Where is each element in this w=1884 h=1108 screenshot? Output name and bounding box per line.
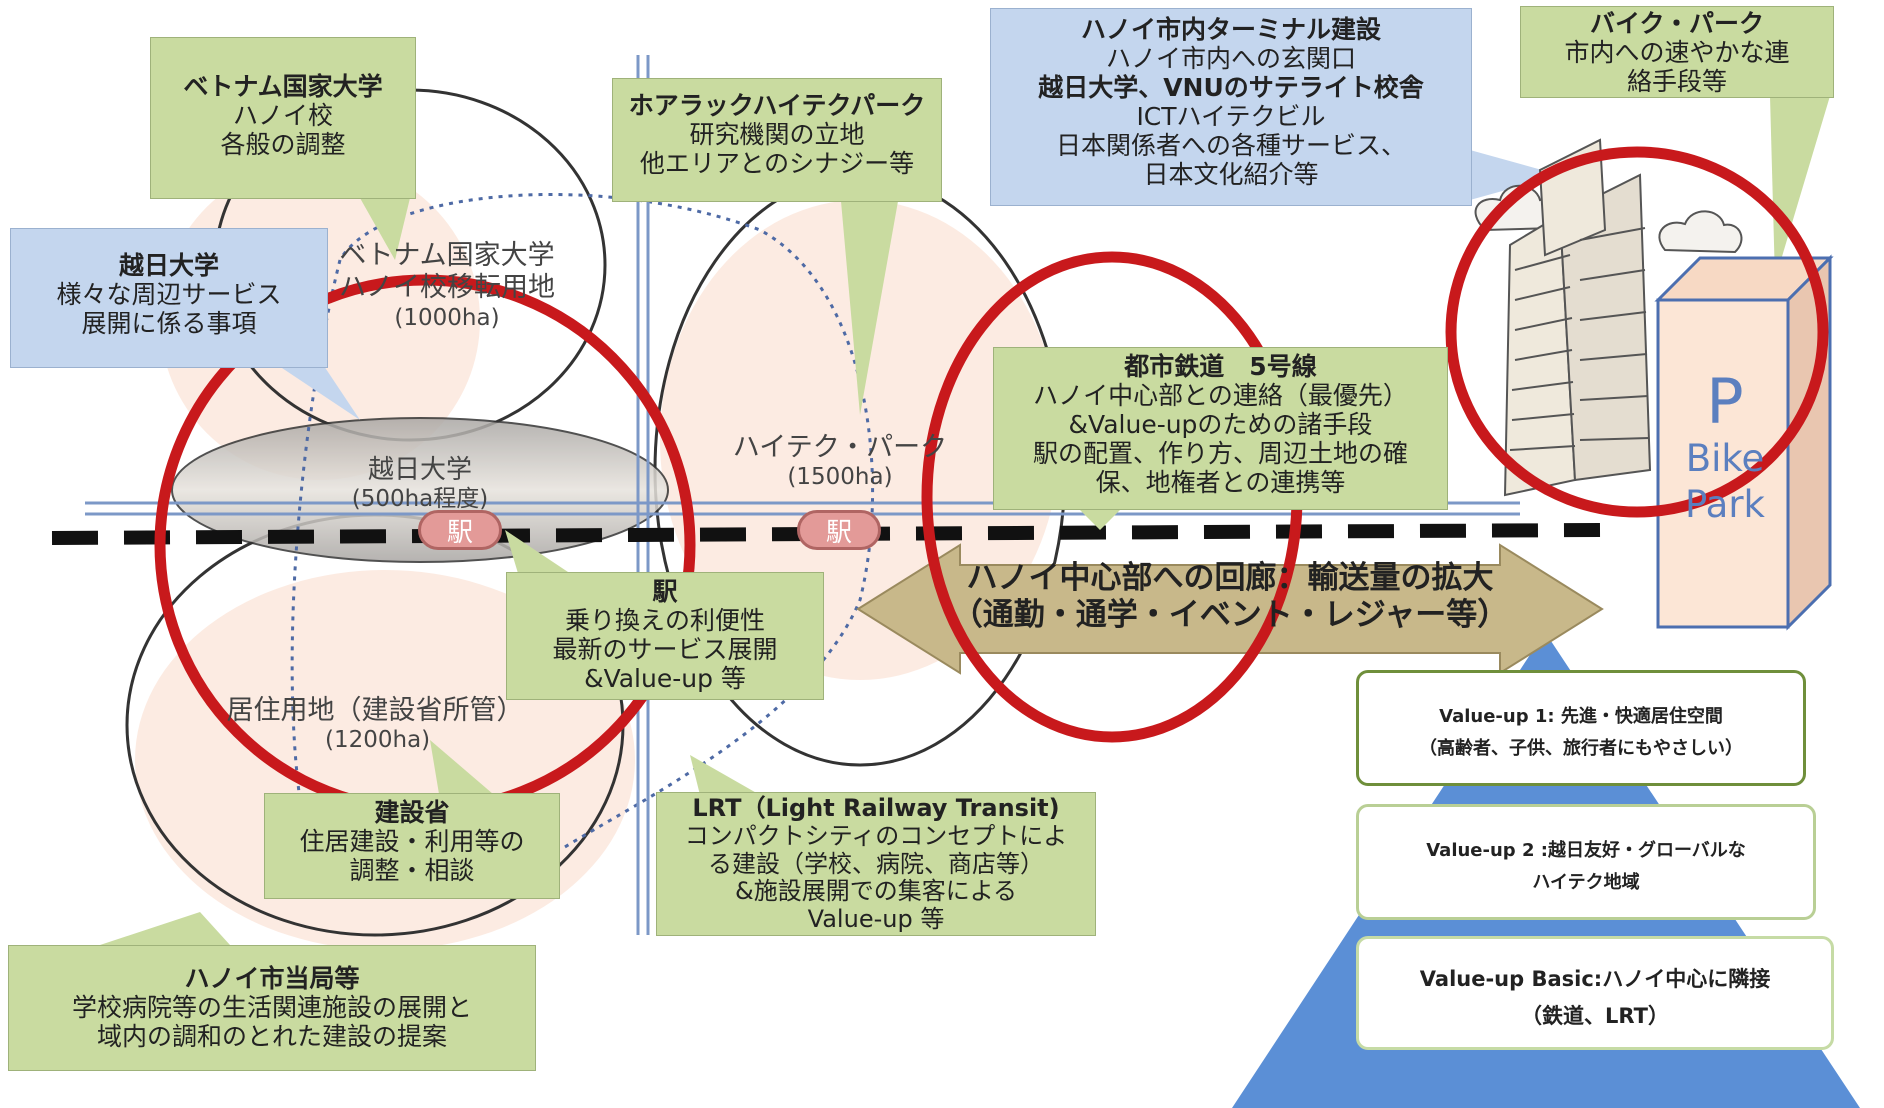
callout-terminal-line1: ハノイ市内への玄関口	[1105, 44, 1356, 73]
zone-vnu-line1: ベトナム国家大学	[339, 240, 555, 271]
zone-vnu-line2: ハノイ校移転用地	[339, 272, 555, 304]
callout-vju-line1: 様々な周辺サービス	[56, 280, 282, 309]
callout-hanoi-line1: 学校病院等の生活関連施設の展開と	[71, 993, 472, 1022]
zone-residential-line1: 居住用地（建設省所管）	[226, 695, 524, 726]
callout-vnu-line1: ハノイ校	[232, 101, 333, 130]
zone-vju-area: (500ha程度)	[351, 486, 489, 513]
bike-park-sign: P Bike Park	[1660, 365, 1790, 529]
tier2-line2: ハイテク地域	[1532, 872, 1640, 894]
zone-label-residential: 居住用地（建設省所管） (1200ha)	[210, 695, 540, 755]
vju-ellipse	[171, 417, 669, 563]
callout-station-line3: &Value-up 等	[584, 664, 746, 693]
zone-label-vnu-site: ベトナム国家大学 ハノイ校移転用地 (1000ha)	[312, 240, 582, 332]
callout-hoa-lac: ホアラックハイテクパーク 研究機関の立地 他エリアとのシナジー等	[612, 78, 942, 202]
callout-railway-line1: ハノイ中心部との連絡（最優先）	[1033, 381, 1408, 410]
callout-railway-line4: 保、地権者との連携等	[1095, 468, 1346, 497]
corridor-line2: （通勤・通学・イベント・レジャー等）	[951, 597, 1509, 634]
callout-hanoi-title: ハノイ市当局等	[184, 964, 360, 993]
callout-bike-park: バイク・パーク 市内への速やかな連 絡手段等	[1520, 6, 1834, 98]
callout-terminal-line3: ICTハイテクビル	[1136, 102, 1326, 131]
callout-vnu: ベトナム国家大学 ハノイ校 各般の調整	[150, 37, 416, 199]
tier3-line1: Value-up Basic:ハノイ中心に隣接	[1419, 967, 1771, 991]
callout-railway-line2: &Value-upのための諸手段	[1068, 410, 1373, 439]
lrt-route	[290, 192, 875, 852]
tier1-line1: Value-up 1: 先進・快適居住空間	[1439, 706, 1723, 727]
highlight-circle-bikepark	[1445, 146, 1829, 518]
callout-moc-line1: 住居建設・利用等の	[299, 827, 525, 856]
callout-vju-line2: 展開に係る事項	[81, 309, 257, 338]
bike-park-p: P	[1706, 365, 1744, 438]
station-vju: 駅	[418, 510, 502, 550]
corridor-label: ハノイ中心部への回廊：輸送量の拡大 （通勤・通学・イベント・レジャー等）	[905, 560, 1555, 634]
railway-line-5	[51, 523, 1601, 545]
callout-railway-line3: 駅の配置、作り方、周辺土地の確	[1032, 439, 1408, 468]
callout-hoalac-line2: 他エリアとのシナジー等	[639, 149, 915, 178]
callout-bikepark-title: バイク・パーク	[1589, 9, 1764, 38]
callout-vietnam-japan-univ: 越日大学 様々な周辺サービス 展開に係る事項	[10, 228, 328, 368]
callout-station-line2: 最新のサービス展開	[552, 635, 778, 664]
callout-vnu-title: ベトナム国家大学	[183, 72, 383, 101]
callout-bikepark-line1: 市内への速やかな連	[1564, 38, 1790, 67]
callout-hanoi-line2: 域内の調和のとれた建設の提案	[96, 1022, 447, 1051]
callout-lrt-line2: る建設（学校、病院、商店等）	[708, 849, 1044, 878]
station-hitech: 駅	[797, 510, 881, 550]
callout-terminal-title: ハノイ市内ターミナル建設	[1080, 15, 1381, 44]
callout-station: 駅 乗り換えの利便性 最新のサービス展開 &Value-up 等	[506, 572, 824, 700]
callout-moc-line2: 調整・相談	[349, 856, 475, 885]
callout-station-line1: 乗り換えの利便性	[564, 606, 765, 635]
zone-hitech-area: (1500ha)	[787, 464, 893, 491]
callout-hoalac-line1: 研究機関の立地	[689, 120, 865, 149]
bike-park-illustration	[1654, 254, 1834, 631]
callout-hanoi-city: ハノイ市当局等 学校病院等の生活関連施設の展開と 域内の調和のとれた建設の提案	[8, 945, 536, 1071]
corridor-arrow	[856, 543, 1604, 675]
callout-terminal: ハノイ市内ターミナル建設 ハノイ市内への玄関口 越日大学、VNUのサテライト校舎…	[990, 8, 1472, 206]
callout-lrt-line4: Value-up 等	[807, 905, 945, 934]
callout-hoalac-title: ホアラックハイテクパーク	[628, 91, 926, 120]
zone-label-hitech: ハイテク・パーク (1500ha)	[720, 432, 960, 492]
terminal-building-illustration	[1474, 138, 1743, 497]
corridor-line1: ハノイ中心部への回廊：輸送量の拡大	[966, 560, 1494, 596]
callout-lrt-title: LRT（Light Railway Transit)	[692, 794, 1060, 822]
callout-bikepark-line2: 絡手段等	[1626, 67, 1727, 96]
callout-lrt: LRT（Light Railway Transit) コンパクトシティのコンセプ…	[656, 792, 1096, 936]
zone-vju-line1: 越日大学	[367, 455, 472, 485]
callout-terminal-line5: 日本文化紹介等	[1143, 160, 1319, 189]
callout-urban-railway: 都市鉄道 5号線 ハノイ中心部との連絡（最優先） &Value-upのための諸手…	[993, 347, 1448, 510]
zone-hitech-line1: ハイテク・パーク	[732, 432, 948, 463]
callout-moc: 建設省 住居建設・利用等の 調整・相談	[264, 793, 560, 899]
zone-vnu-area: (1000ha)	[394, 304, 500, 331]
bike-park-line1: Bike	[1685, 437, 1765, 481]
pyramid-tier-value-up-1: Value-up 1: 先進・快適居住空間 （高齢者、子供、旅行者にもやさしい）	[1356, 670, 1806, 786]
callout-vju-title: 越日大学	[118, 251, 219, 280]
pyramid-tier-value-up-basic: Value-up Basic:ハノイ中心に隣接 （鉄道、LRT）	[1356, 936, 1834, 1050]
tier1-line2: （高齢者、子供、旅行者にもやさしい）	[1419, 738, 1743, 760]
tier2-line1: Value-up 2 :越日友好・グローバルな	[1426, 840, 1746, 861]
zone-label-vju: 越日大学 (500ha程度)	[320, 455, 520, 514]
callout-terminal-bold-line: 越日大学、VNUのサテライト校舎	[1038, 73, 1424, 102]
callout-lrt-line3: &施設展開での集客による	[735, 877, 1017, 906]
callout-railway-title: 都市鉄道 5号線	[1124, 352, 1317, 381]
bike-park-line2: Park	[1685, 483, 1765, 527]
tier3-line2: （鉄道、LRT）	[1521, 1003, 1669, 1028]
zone-residential-area: (1200ha)	[325, 727, 431, 754]
pyramid-tier-value-up-2: Value-up 2 :越日友好・グローバルな ハイテク地域	[1356, 804, 1816, 920]
callout-terminal-line4: 日本関係者への各種サービス、	[1055, 131, 1406, 160]
callout-lrt-line1: コンパクトシティのコンセプトによ	[684, 821, 1068, 850]
callout-moc-title: 建設省	[374, 798, 450, 827]
callout-station-title: 駅	[652, 577, 678, 606]
callout-vnu-line2: 各般の調整	[220, 130, 346, 159]
